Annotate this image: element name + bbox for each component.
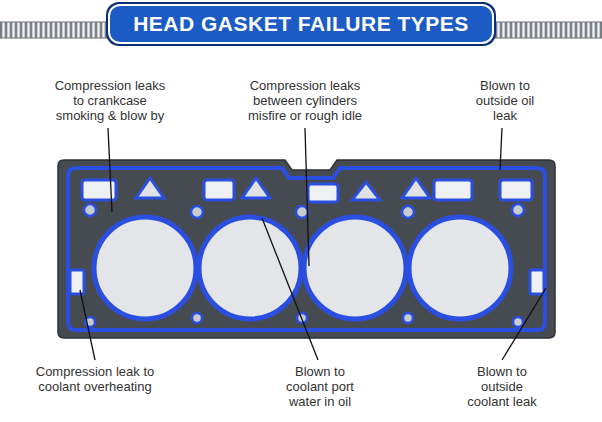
- title-banner: [109, 5, 493, 43]
- callout-label: Compression leaks between cylinders misf…: [239, 78, 371, 123]
- callout-label: Blown to outside coolant leak: [460, 364, 544, 409]
- title-banner: [106, 2, 496, 46]
- callout-label: Compression leak to coolant overheating: [35, 364, 155, 394]
- title: HEAD GASKET FAILURE TYPES: [109, 5, 493, 43]
- threaded-bolt: [0, 22, 112, 38]
- callout-label: Blown to outside oil leak: [474, 78, 536, 123]
- cylinder-bore: [94, 217, 511, 319]
- leader-line: [80, 128, 546, 360]
- callout-label: Compression leaks to crankcase smoking &…: [50, 78, 170, 123]
- oil-passage: [136, 178, 430, 200]
- threaded-bolt: [490, 22, 602, 38]
- bolt-hole: [84, 204, 524, 327]
- callout-label: Blown to coolant port water in oil: [278, 364, 362, 409]
